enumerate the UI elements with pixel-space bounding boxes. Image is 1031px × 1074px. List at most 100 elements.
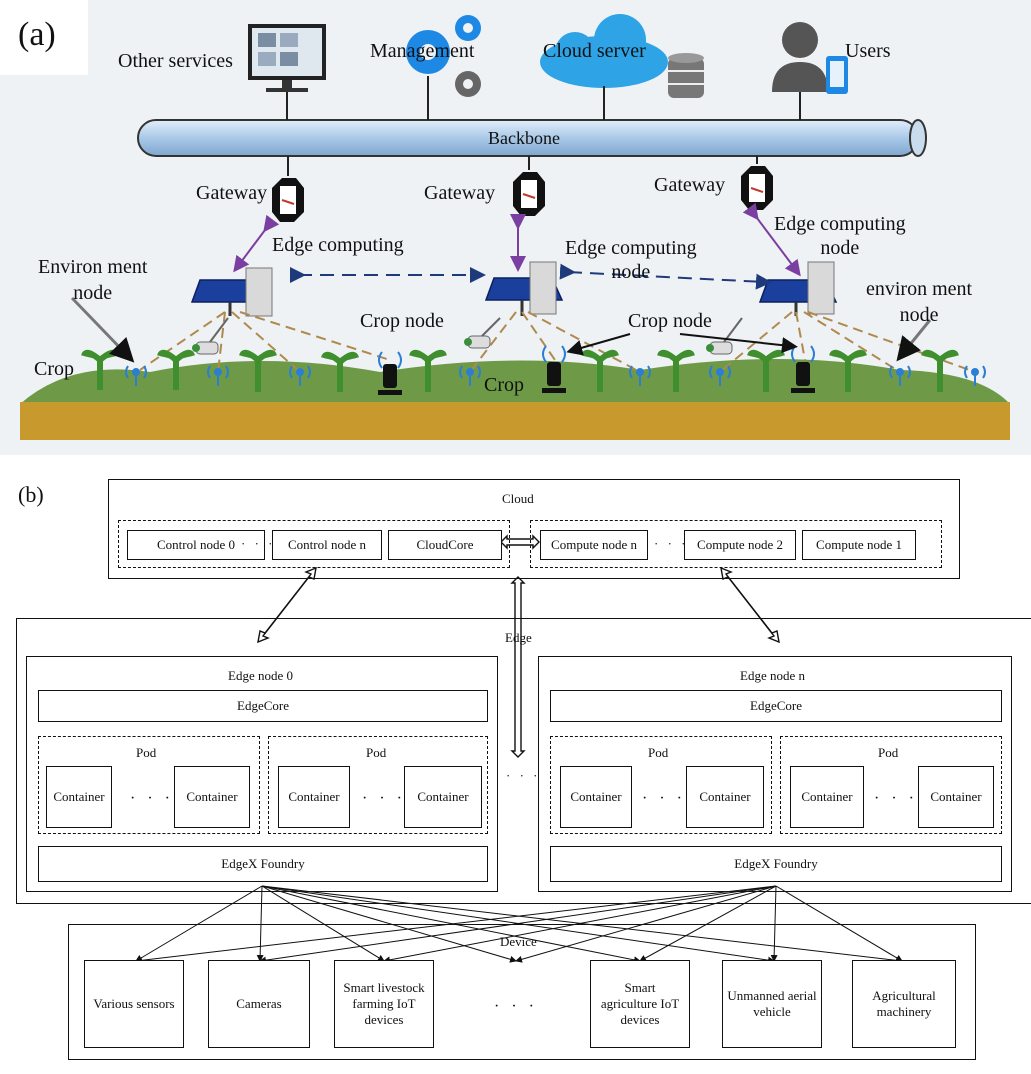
- pod: [550, 736, 772, 834]
- container: Container: [560, 766, 632, 828]
- gear-icon: [406, 15, 481, 97]
- crop-node-icon: [791, 345, 815, 393]
- gateway-icon: [741, 166, 773, 210]
- crop-node-icon: [378, 351, 402, 395]
- pod-label: Pod: [878, 745, 899, 760]
- panel-a-label: (a): [18, 16, 56, 53]
- edge-node-icon: [190, 267, 273, 317]
- compute-plane-group: [530, 520, 942, 568]
- device-various-sensors: Various sensors: [84, 960, 184, 1048]
- ellipsis: · · ·: [130, 790, 174, 807]
- env-label-line2: node: [899, 304, 939, 326]
- crop-label-1: Crop: [34, 358, 74, 380]
- cloud-title: Cloud: [502, 491, 534, 506]
- sensor-icon: [629, 365, 651, 386]
- compute-node-2: Compute node 2: [684, 530, 796, 560]
- sensor-icon: [125, 365, 147, 386]
- ellipsis: · · ·: [654, 536, 689, 551]
- edge-title: Edge: [505, 630, 532, 645]
- ellipsis: · · ·: [874, 790, 918, 807]
- panel-b-arrows: [135, 534, 903, 964]
- device-smart-livestock: Smart livestock farming IoT devices: [334, 960, 434, 1048]
- edge-node-title: Edge node 0: [228, 668, 293, 683]
- backbone-label: Backbone: [488, 128, 560, 148]
- ellipsis: · · ·: [506, 768, 541, 783]
- container: Container: [404, 766, 482, 828]
- device-uav: Unmanned aerial vehicle: [722, 960, 822, 1048]
- camera-icon: [706, 317, 743, 355]
- panel-a: (a) Other services Management Cloud serv…: [0, 0, 1031, 455]
- edge-computing-node-label-3: Edge computing node: [774, 212, 906, 260]
- camera-icon: [464, 317, 501, 349]
- container: Container: [174, 766, 250, 828]
- sensor-icon: [459, 365, 481, 386]
- container: Container: [278, 766, 350, 828]
- environment-node-label-left: Environ ment node: [38, 254, 147, 306]
- container: Container: [790, 766, 864, 828]
- gateway-label-3: Gateway: [654, 174, 726, 196]
- sensor-icon: [889, 365, 911, 386]
- other-services-label: Other services: [118, 50, 233, 72]
- device-cameras: Cameras: [208, 960, 310, 1048]
- control-node-0: Control node 0: [127, 530, 265, 560]
- pod: [780, 736, 1002, 834]
- ellipsis: · · ·: [241, 536, 276, 551]
- edge-computing-node-label-2: Edge computing node: [565, 236, 697, 284]
- edge-label-line2: node: [820, 237, 860, 259]
- device-agricultural-machinery: Agricultural machinery: [852, 960, 956, 1048]
- cloud-box: [108, 479, 960, 579]
- ellipsis: · · ·: [494, 998, 538, 1015]
- edge-box: [16, 618, 1031, 904]
- edgecore: EdgeCore: [38, 690, 488, 722]
- edgex-foundry: EdgeX Foundry: [550, 846, 1002, 882]
- sensor-icon: [289, 365, 311, 386]
- environment-node-label-right: environ ment node: [866, 276, 972, 328]
- control-plane-group: [118, 520, 510, 568]
- edgecore: EdgeCore: [550, 690, 1002, 722]
- gateway-icon: [272, 178, 304, 222]
- edge-label-line1: Edge computing: [565, 237, 697, 259]
- cloud-server-label: Cloud server: [543, 40, 646, 62]
- ellipsis: · · ·: [362, 790, 406, 807]
- gateway-label-1: Gateway: [196, 182, 268, 204]
- pod: [38, 736, 260, 834]
- cloudcore: CloudCore: [388, 530, 502, 560]
- crop-node-icon: [542, 345, 566, 393]
- crop-node-label-2: Crop node: [628, 310, 712, 332]
- panel-b-label: (b): [18, 482, 44, 507]
- management-label: Management: [370, 40, 475, 62]
- ellipsis: · · ·: [642, 790, 686, 807]
- pod-label: Pod: [648, 745, 669, 760]
- device-box: [68, 924, 976, 1060]
- container: Container: [918, 766, 994, 828]
- camera-icon: [192, 317, 229, 355]
- env-label-line1: environ ment: [866, 278, 973, 300]
- pod-label: Pod: [136, 745, 157, 760]
- env-label-line2: node: [73, 282, 113, 304]
- edge-node-title: Edge node n: [740, 668, 805, 683]
- pod: [268, 736, 488, 834]
- compute-node-1: Compute node 1: [802, 530, 916, 560]
- gateway-label-2: Gateway: [424, 182, 496, 204]
- user-icon: [772, 22, 848, 94]
- container: Container: [46, 766, 112, 828]
- sensor-icon: [964, 365, 986, 386]
- crop-node-label-1: Crop node: [360, 310, 444, 332]
- sensor-icon: [207, 365, 229, 386]
- edge-node-icon: [484, 261, 564, 316]
- panel-a-illustration: [0, 0, 1031, 455]
- edge-node-n: [538, 656, 1012, 892]
- users-label: Users: [845, 40, 891, 62]
- device-title: Device: [500, 934, 537, 949]
- compute-node-n: Compute node n: [540, 530, 648, 560]
- monitor-icon: [248, 24, 326, 92]
- control-node-n: Control node n: [272, 530, 382, 560]
- edge-node-0: [26, 656, 498, 892]
- ground: [20, 359, 1010, 440]
- edge-label-line2: node: [611, 261, 651, 283]
- edge-computing-node-label-1: Edge computing: [272, 234, 404, 256]
- edge-label-line1: Edge computing: [272, 234, 404, 256]
- cloud-server-icon: [540, 14, 704, 98]
- sensor-icon: [709, 365, 731, 386]
- gateway-icon: [513, 172, 545, 216]
